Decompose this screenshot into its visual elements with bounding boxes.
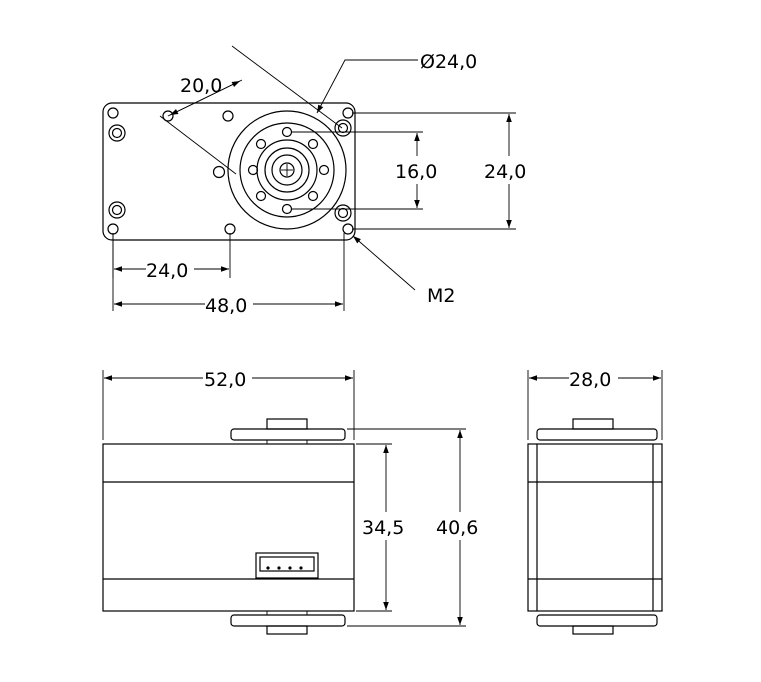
dim-body-height-label: 34,5 (362, 517, 404, 539)
dim-horn-diameter-label: Ø24,0 (420, 51, 477, 73)
top-view: Ø24,0 20,0 16,0 24,0 (102, 45, 526, 317)
dim-horn-diameter: Ø24,0 (316, 51, 477, 114)
dim-hole-spacing-vertical: 16,0 (292, 131, 437, 210)
dim-body-width-top-label: 48,0 (205, 295, 247, 317)
dim-body-width-top: 48,0 (112, 233, 345, 317)
dim-screw-size: M2 (352, 235, 455, 307)
side-view-body-outline (527, 443, 663, 612)
side-view: 28,0 (527, 369, 663, 635)
dim-total-height: 40,6 (347, 428, 478, 627)
dim-diag-spacing-label: 20,0 (180, 75, 222, 97)
front-view: 52,0 34,5 40,6 (102, 369, 478, 635)
dim-side-width: 28,0 (527, 369, 663, 440)
mounting-holes (107, 107, 354, 235)
dim-total-height-label: 40,6 (436, 517, 478, 539)
dim-hole-spacing-vertical-label: 16,0 (395, 161, 437, 183)
dim-total-length-label: 52,0 (204, 369, 246, 391)
output-horn (227, 110, 347, 230)
dim-body-height-top: 24,0 (352, 112, 526, 230)
dim-body-height-top-label: 24,0 (484, 161, 526, 183)
dim-hole-offset-label: 24,0 (146, 260, 188, 282)
dim-screw-size-label: M2 (427, 285, 455, 307)
dim-side-width-label: 28,0 (569, 369, 611, 391)
front-view-body-outline (102, 443, 355, 612)
dim-body-height: 34,5 (356, 443, 404, 612)
dim-total-length: 52,0 (102, 369, 355, 440)
top-view-body-outline (102, 102, 356, 241)
dim-diag-spacing: 20,0 (159, 45, 343, 175)
connector (255, 552, 319, 579)
